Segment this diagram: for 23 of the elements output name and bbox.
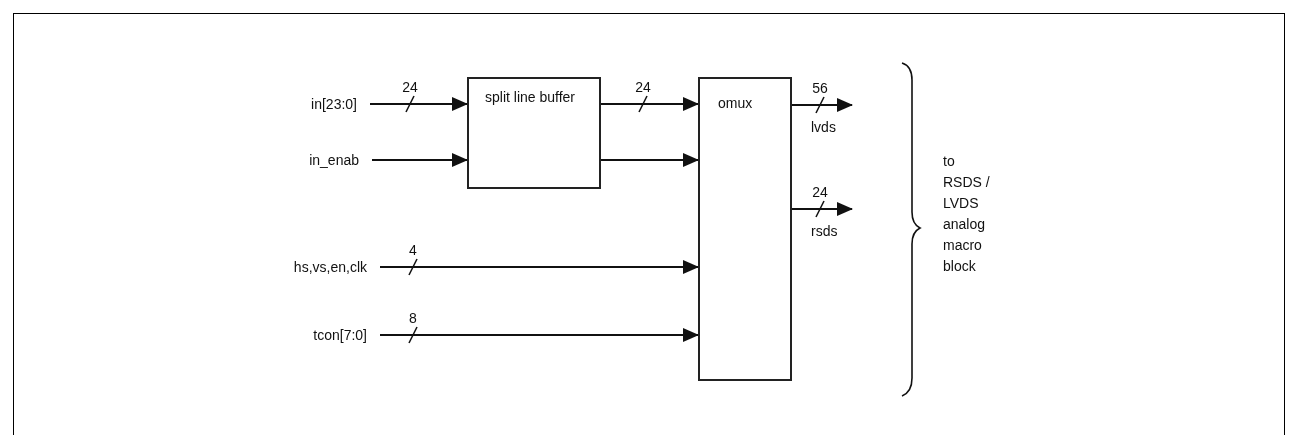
bus-width-label: 24 — [402, 78, 418, 96]
note-text: to RSDS / LVDS analog macro block — [943, 152, 991, 276]
signal-arrow — [791, 98, 853, 112]
signal-name: tcon[7:0] — [260, 325, 380, 345]
signal-arrow — [791, 202, 853, 216]
output-name: lvds — [806, 97, 852, 137]
signal-arrow — [379, 260, 699, 274]
block-box: omux — [698, 77, 792, 381]
block-box: split line buffer — [467, 77, 601, 189]
bus-width-label: 8 — [409, 309, 417, 327]
signal-arrow — [600, 97, 699, 111]
signal-name: in[23:0] — [270, 94, 370, 114]
bus-width-label: 24 — [812, 183, 828, 201]
signal-arrow — [369, 97, 468, 111]
bus-width-label: 56 — [812, 79, 828, 97]
signal-name: in_enab — [270, 150, 372, 170]
bus-width-label: 4 — [409, 241, 417, 259]
signal-arrow — [379, 328, 699, 342]
output-name: rsds — [806, 201, 852, 241]
signal-name: hs,vs,en,clk — [230, 257, 380, 277]
signal-arrow — [600, 153, 699, 167]
bus-width-label: 24 — [635, 78, 651, 96]
signal-arrow — [371, 153, 468, 167]
